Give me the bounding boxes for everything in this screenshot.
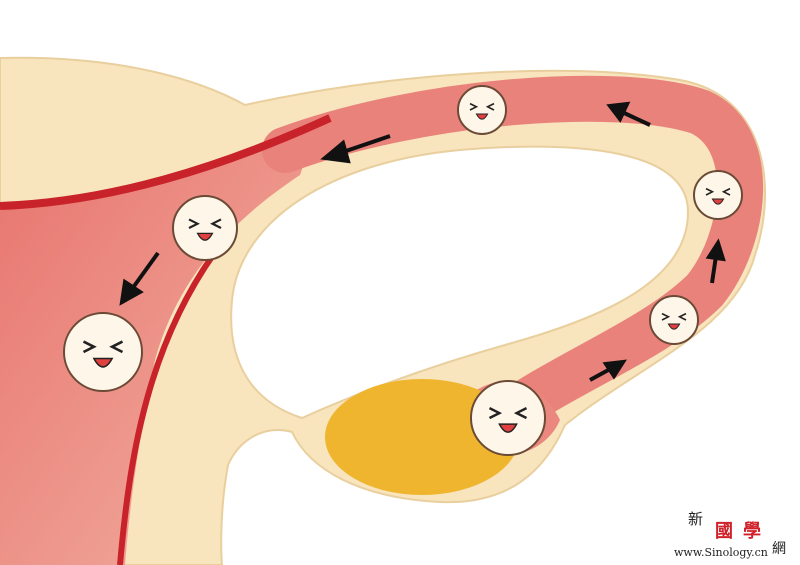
ovary [325, 379, 519, 495]
embryo-face-icon [649, 295, 699, 345]
blood-vessel-line [0, 114, 332, 210]
arrow-icon [119, 251, 160, 306]
watermark-logo-text: 網 [772, 541, 786, 557]
direction-arrows [119, 101, 726, 382]
watermark-url: www.Sinology.cn [674, 546, 768, 559]
blood-vessel-line [117, 228, 235, 565]
embryo-face-icon [63, 312, 143, 392]
arrow-icon [606, 101, 651, 127]
arrow-icon [320, 134, 391, 164]
embryo-face-icon [470, 380, 546, 456]
embryo-faces [63, 85, 743, 456]
watermark-logo-text: 新 [688, 510, 704, 528]
embryo-face-icon [693, 170, 743, 220]
embryo-face-icon [172, 195, 238, 261]
uterine-cavity [0, 118, 320, 565]
embryo-face-icon [457, 85, 507, 135]
arrow-icon [705, 238, 726, 284]
watermark-logo-text: 國學 [715, 521, 771, 542]
tube-inner-hole [230, 145, 690, 420]
arrow-icon [589, 359, 627, 382]
